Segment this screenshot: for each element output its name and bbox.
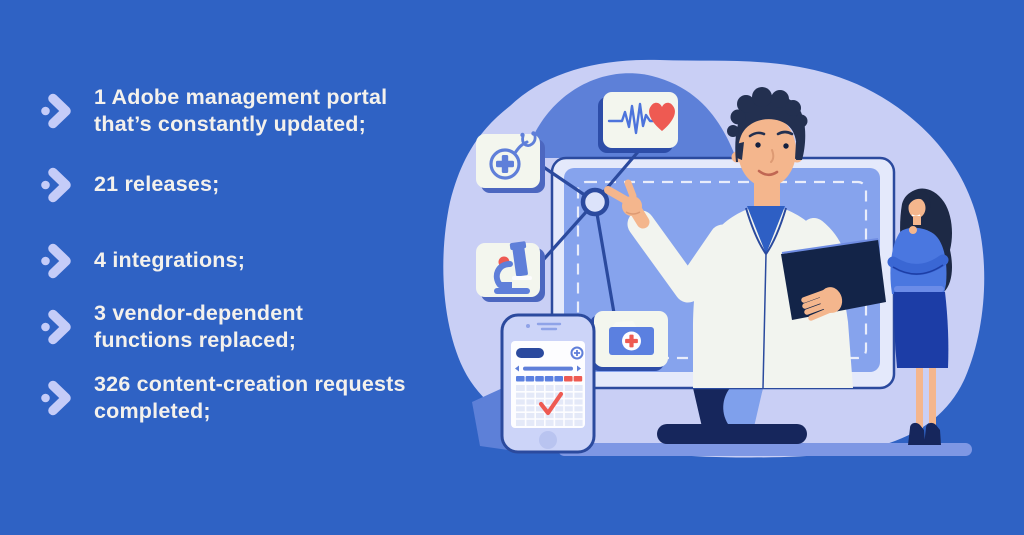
woman-figure [887,188,952,445]
woman-leg [916,368,923,428]
chevron-bullet-icon [41,93,71,129]
folder-card [590,311,668,371]
doctor-eye [783,143,789,149]
woman-top [890,227,947,294]
woman-leg [929,368,936,428]
stethoscope-card [476,131,545,193]
doctor-head [727,87,808,206]
doctor-eyebrows [748,130,794,138]
stethoscope-icon [489,131,537,180]
bullet-text: 1 Adobe management portal that’s constan… [94,85,388,137]
chevron-bullet-icon [41,380,71,416]
smartphone [500,313,596,454]
doctor-smile [757,169,779,177]
microscope-icon [493,241,532,294]
doctor-pointing-hand [604,179,650,229]
bullet-item: 3 vendor-dependent functions replaced; [41,300,339,354]
doctor-figure [604,87,886,389]
doctor-shirt [747,206,785,254]
bullet-text: 3 vendor-dependent functions replaced; [94,301,304,353]
bullet-text: 326 content-creation requests completed; [94,372,406,424]
doctor-pointing-arm [627,210,737,303]
woman-hair-fringe [908,190,931,208]
bullet-text: 4 integrations; [94,248,246,273]
microscope-card [476,241,545,302]
bullet-text: 21 releases; [94,172,220,197]
floor-line [558,443,972,456]
woman-waistband [894,286,944,292]
chevron-bullet-icon [41,243,71,279]
bullet-item: 21 releases; [41,166,220,204]
woman-arm-to-chin [909,228,935,267]
illustration [443,59,985,458]
woman-skirt [893,292,949,368]
monitor-stand [657,388,807,444]
doctor-eye [755,142,761,148]
coat-lapel-lines [745,207,787,389]
bullet-item: 1 Adobe management portal that’s constan… [41,84,424,138]
heartbeat-heart-icon [607,102,675,135]
woman-face [908,198,926,218]
heartbeat-card [598,92,678,153]
chevron-bullet-icon [41,309,71,345]
doctor-right-hand [801,287,843,321]
bullet-item: 4 integrations; [41,242,245,280]
doctor-hair [727,87,808,162]
doctor-nose [770,149,775,163]
phone-home-button [539,431,557,449]
bullet-item: 326 content-creation requests completed; [41,371,449,425]
calendar-check-icon [515,346,584,426]
woman-heels [908,422,941,445]
hub-node [580,187,610,217]
woman-crossed-arm [887,254,949,275]
medical-folder-icon [609,321,654,355]
chevron-bullet-icon [41,167,71,203]
